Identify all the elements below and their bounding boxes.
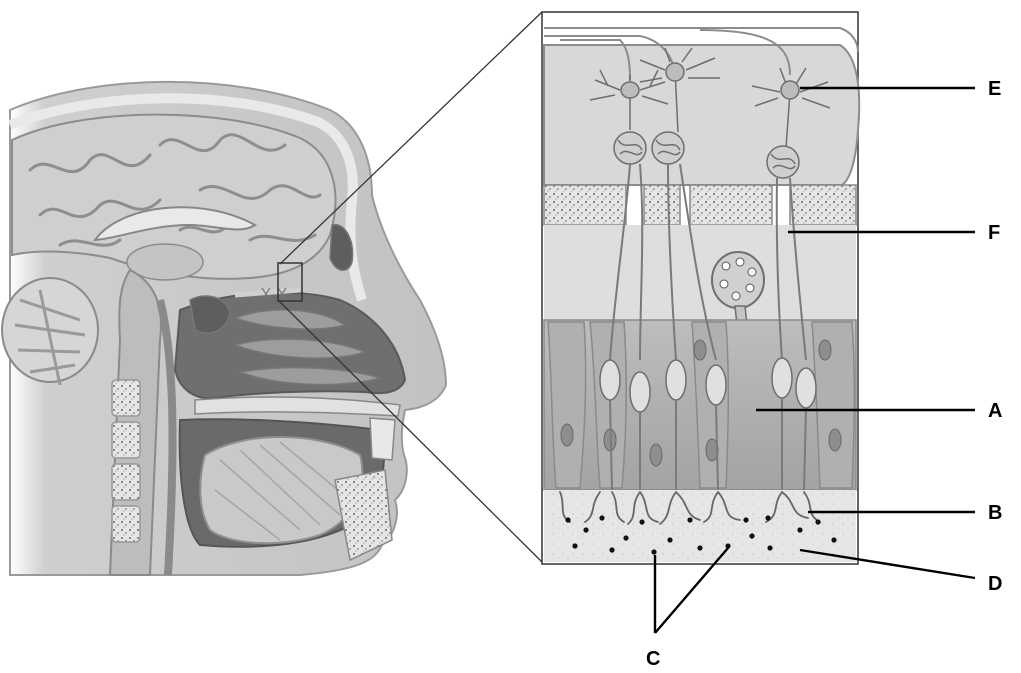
olfactory-bulb-layer — [544, 45, 859, 185]
upper-lip-teeth — [370, 418, 395, 460]
cribriform-plate-bone — [544, 185, 856, 225]
lamina-propria-layer — [544, 225, 856, 320]
glomerulus — [767, 146, 799, 178]
label-b: B — [988, 502, 1002, 524]
label-f: F — [988, 222, 1000, 244]
label-a: A — [988, 400, 1002, 422]
label-e: E — [988, 78, 1001, 100]
glomerulus — [652, 132, 684, 164]
label-d: D — [988, 573, 1002, 595]
magnified-panel — [542, 12, 859, 564]
label-c: C — [646, 648, 660, 670]
glomerulus — [614, 132, 646, 164]
head-sagittal-section — [2, 82, 446, 575]
